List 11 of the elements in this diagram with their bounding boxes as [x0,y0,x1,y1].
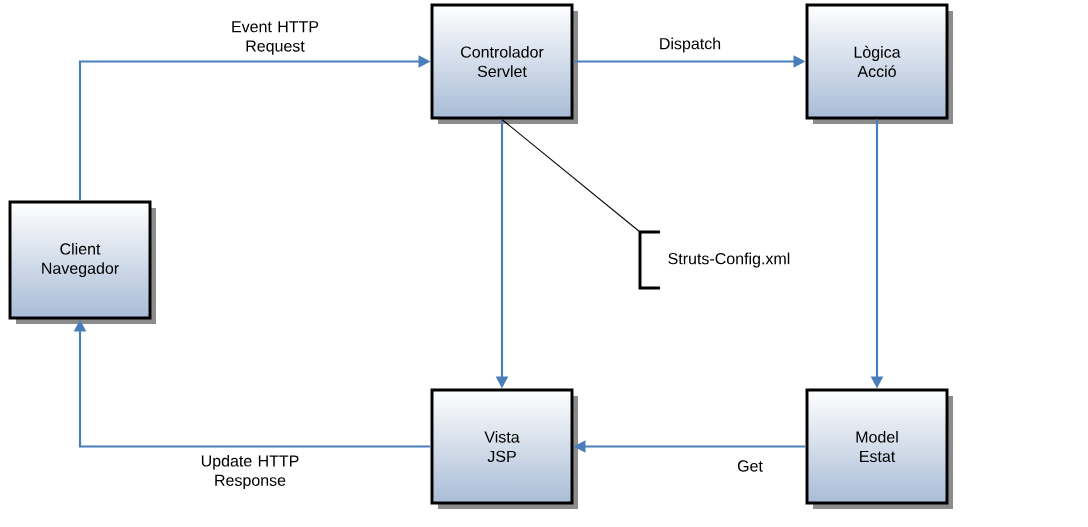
edge-label: Get [737,460,763,472]
leader-line [501,118,641,233]
process-box: Client Navegador [8,200,156,324]
process-box: Lògica Acció [805,3,953,124]
process-box: Vista JSP [430,388,578,509]
file-label: Struts-Config.xml [668,252,790,268]
process-box: Model Estat [805,388,953,509]
edge-label: Update HTTP Response [201,454,299,490]
process-box: Controlador Servlet [430,3,578,124]
edge-label: Dispatch [660,37,721,53]
edge-label: Event HTTP Request [232,21,319,55]
